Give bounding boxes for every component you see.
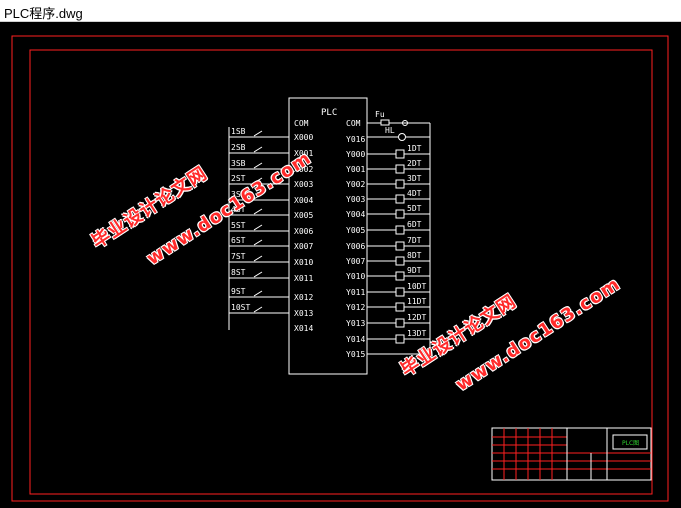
output-3dt: 3DT <box>367 174 430 189</box>
left-pin-x001: X001 <box>294 149 313 158</box>
left-pin-x011: X011 <box>294 274 313 283</box>
output-label: 5DT <box>407 204 422 213</box>
input-label: 3SB <box>231 159 246 168</box>
left-pin-x003: X003 <box>294 180 313 189</box>
left-pin-x012: X012 <box>294 293 313 302</box>
right-pin-y016: Y016 <box>346 135 365 144</box>
left-pin-x000: X000 <box>294 133 313 142</box>
output-2dt: 2DT <box>367 159 430 174</box>
inner-frame <box>29 49 653 495</box>
right-pin-y015: Y015 <box>346 350 365 359</box>
output-label: 11DT <box>407 297 426 306</box>
left-pin-labels: COM X000X001X002X003X004X005X006X007X010X… <box>294 119 313 333</box>
output-label: 8DT <box>407 251 422 260</box>
window-title-bar: PLC程序.dwg <box>0 0 681 22</box>
left-pin-x007: X007 <box>294 242 313 251</box>
input-label: 9ST <box>231 287 246 296</box>
input-4st: 4ST <box>229 205 289 216</box>
left-pin-x005: X005 <box>294 211 313 220</box>
output-4dt: 4DT <box>367 189 430 204</box>
right-pin-y014: Y014 <box>346 335 365 344</box>
input-label: 5ST <box>231 221 246 230</box>
outer-frame <box>11 35 669 502</box>
right-pin-y011: Y011 <box>346 288 365 297</box>
lamp-label: HL <box>385 126 395 135</box>
output-12dt: 12DT <box>367 313 430 328</box>
right-pin-y000: Y000 <box>346 150 365 159</box>
right-pin-y003: Y003 <box>346 195 365 204</box>
window-title: PLC程序.dwg <box>4 6 83 21</box>
right-pin-y007: Y007 <box>346 257 365 266</box>
input-label: 3ST <box>231 190 246 199</box>
output-11dt: 11DT <box>367 297 430 312</box>
input-2st: 2ST <box>229 174 289 185</box>
right-pin-y006: Y006 <box>346 242 365 251</box>
right-pin-y002: Y002 <box>346 180 365 189</box>
plc-box <box>288 97 368 375</box>
right-pin-y010: Y010 <box>346 272 365 281</box>
output-9dt: 9DT <box>367 266 430 281</box>
output-5dt: 5DT <box>367 204 430 219</box>
output-7dt: 7DT <box>367 236 430 251</box>
output-label: 4DT <box>407 189 422 198</box>
title-block: PLC图 <box>491 427 652 481</box>
left-pin-x006: X006 <box>294 227 313 236</box>
output-10dt: 10DT <box>367 282 430 297</box>
left-pin-x004: X004 <box>294 196 313 205</box>
input-3sb: 3SB <box>229 159 289 170</box>
input-1sb: 1SB <box>229 127 289 138</box>
left-pin-x014: X014 <box>294 324 313 333</box>
cad-drawing: PLC COM X000X001X002X003X004X005X006X007X… <box>11 35 669 502</box>
output-label: 2DT <box>407 159 422 168</box>
output-coils: 1DT 2DT 3DT 4DT 5DT 6DT 7DT 8DT 9DT 10DT 11DT 12DT 1… <box>367 144 430 355</box>
left-pin-x010: X010 <box>294 258 313 267</box>
right-pin-y013: Y013 <box>346 319 365 328</box>
input-6st: 6ST <box>229 236 289 247</box>
left-pin-x013: X013 <box>294 309 313 318</box>
right-pin-labels: COM Y016Y000Y001Y002Y003Y004Y005Y006Y007Y… <box>346 119 365 359</box>
output-label: 10DT <box>407 282 426 291</box>
output-label: 12DT <box>407 313 426 322</box>
output-label: 7DT <box>407 236 422 245</box>
output-1dt: 1DT <box>367 144 430 159</box>
input-10st: 10ST <box>229 303 289 314</box>
output-label: 3DT <box>407 174 422 183</box>
input-9st: 9ST <box>229 287 289 298</box>
output-6dt: 6DT <box>367 220 430 235</box>
input-switches: 1SB 2SB 3SB 2ST 3ST 4ST 5ST 6ST 7ST 8ST 9ST 10ST <box>229 127 289 314</box>
input-label: 7ST <box>231 252 246 261</box>
output-8dt: 8DT <box>367 251 430 266</box>
input-label: 8ST <box>231 268 246 277</box>
input-3st: 3ST <box>229 190 289 201</box>
input-label: 2ST <box>231 174 246 183</box>
right-pin-y012: Y012 <box>346 303 365 312</box>
fuse-label: Fu <box>375 110 385 119</box>
right-pin-y001: Y001 <box>346 165 365 174</box>
input-5st: 5ST <box>229 221 289 232</box>
input-label: 1SB <box>231 127 246 136</box>
input-8st: 8ST <box>229 268 289 279</box>
right-pin-com: COM <box>346 119 361 128</box>
input-label: 10ST <box>231 303 250 312</box>
output-label: 9DT <box>407 266 422 275</box>
fuse-symbol <box>380 119 390 126</box>
plc-title: PLC <box>321 108 337 118</box>
right-pin-y004: Y004 <box>346 210 365 219</box>
left-pin-com: COM <box>294 119 309 128</box>
supply-terminal <box>402 120 408 126</box>
output-label: 6DT <box>407 220 422 229</box>
output-label: 1DT <box>407 144 422 153</box>
input-label: 6ST <box>231 236 246 245</box>
output-label: 13DT <box>407 329 426 338</box>
input-2sb: 2SB <box>229 143 289 154</box>
output-13dt: 13DT <box>367 329 430 344</box>
input-label: 4ST <box>231 205 246 214</box>
left-pin-x002: X002 <box>294 165 313 174</box>
title-block-name: PLC图 <box>622 440 639 447</box>
lamp-symbol <box>398 133 406 141</box>
right-pin-y005: Y005 <box>346 226 365 235</box>
input-7st: 7ST <box>229 252 289 263</box>
input-label: 2SB <box>231 143 246 152</box>
